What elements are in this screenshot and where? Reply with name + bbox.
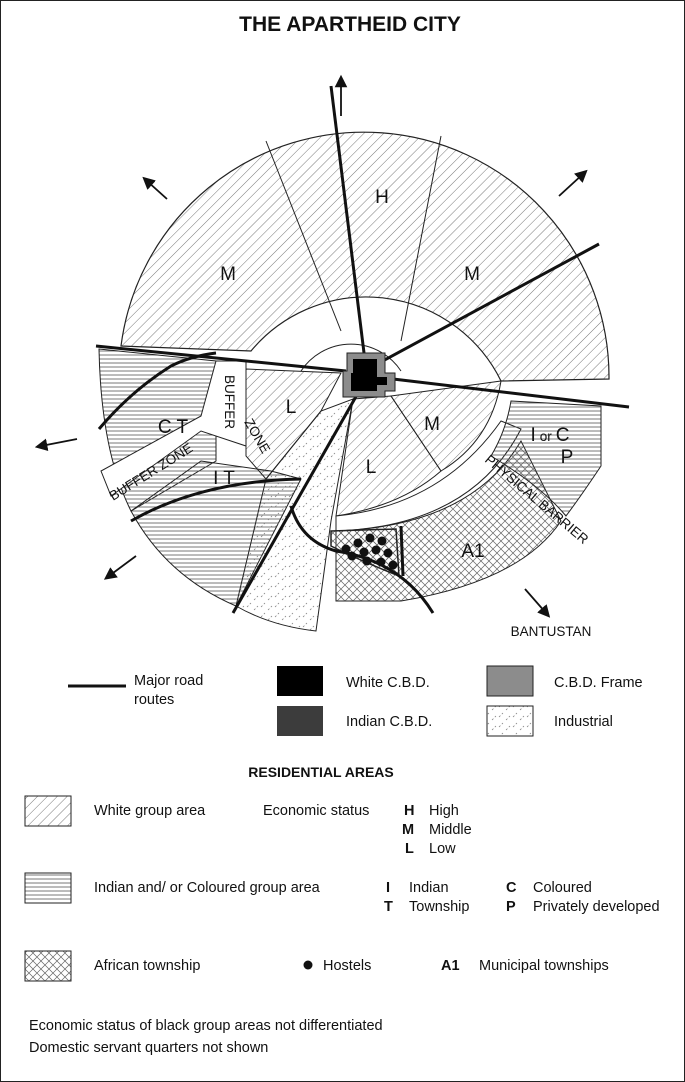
african-township-swatch bbox=[24, 950, 72, 982]
zone-label-h: H bbox=[375, 187, 389, 208]
key-p-label: Privately developed bbox=[533, 899, 660, 915]
indian-coloured-label: Indian and/ or Coloured group area bbox=[94, 880, 321, 896]
key-l-label: Low bbox=[429, 841, 456, 857]
industrial-swatch bbox=[486, 705, 534, 737]
white-sector-outer bbox=[120, 131, 610, 382]
hostel-dot-swatch bbox=[303, 960, 313, 970]
key-m: M bbox=[402, 822, 414, 838]
zone-label-it: I T bbox=[213, 468, 235, 489]
key-c: C bbox=[506, 880, 517, 896]
key-p: P bbox=[506, 899, 516, 915]
zone-label-m: M bbox=[220, 264, 236, 285]
note-line-1: Economic status of black group areas not… bbox=[29, 1018, 383, 1034]
zone-label-a1: A1 bbox=[461, 541, 484, 562]
key-t: T bbox=[384, 899, 393, 915]
cbd bbox=[342, 352, 396, 398]
bantustan-label: BANTUSTAN bbox=[511, 624, 592, 639]
cbd-frame-swatch bbox=[486, 665, 534, 697]
key-h-label: High bbox=[429, 803, 459, 819]
key-m-label: Middle bbox=[429, 822, 472, 838]
buffer-zone-label: BUFFER bbox=[222, 375, 237, 429]
cbd-frame-label: C.B.D. Frame bbox=[554, 675, 643, 691]
sector-divider bbox=[265, 140, 342, 332]
indian-coloured-swatch bbox=[24, 872, 72, 904]
key-a1: A1 bbox=[441, 958, 460, 974]
growth-arrows bbox=[34, 74, 588, 618]
road-legend-label: routes bbox=[134, 692, 174, 708]
white-group-label: White group area bbox=[94, 803, 206, 819]
zone-label-m: M bbox=[424, 414, 440, 435]
key-l: L bbox=[405, 841, 414, 857]
major-roads bbox=[95, 85, 630, 614]
zone-label-ct: C T bbox=[158, 417, 189, 438]
sector-divider bbox=[400, 135, 442, 342]
white-mid-lower bbox=[390, 380, 502, 472]
white-cbd bbox=[351, 359, 387, 391]
zone-label-l: L bbox=[366, 457, 377, 478]
african-township-label: African township bbox=[94, 958, 200, 974]
indian-cbd-label: Indian C.B.D. bbox=[346, 714, 432, 730]
key-t-label: Township bbox=[409, 899, 469, 915]
zone-label-p: P bbox=[561, 447, 574, 468]
key-i-label: Indian bbox=[409, 880, 449, 896]
zone-label-m: M bbox=[464, 264, 480, 285]
hostels-label: Hostels bbox=[323, 958, 371, 974]
road-legend-label: Major road bbox=[134, 673, 203, 689]
key-h: H bbox=[404, 803, 414, 819]
key-a1-label: Municipal townships bbox=[479, 958, 609, 974]
legend: Major road routes White C.B.D. Indian C.… bbox=[24, 665, 660, 1056]
note-line-2: Domestic servant quarters not shown bbox=[29, 1040, 268, 1056]
economic-status-label: Economic status bbox=[263, 803, 369, 819]
white-cbd-label: White C.B.D. bbox=[346, 675, 430, 691]
indian-coloured-private bbox=[490, 400, 602, 517]
diagram-title: THE APARTHEID CITY bbox=[239, 13, 461, 36]
key-i: I bbox=[386, 880, 390, 896]
white-cbd-swatch bbox=[277, 666, 323, 696]
indian-cbd-swatch bbox=[277, 706, 323, 736]
key-c-label: Coloured bbox=[533, 880, 592, 896]
residential-heading: RESIDENTIAL AREAS bbox=[248, 764, 393, 780]
zone-label-l: L bbox=[286, 397, 297, 418]
industrial-label: Industrial bbox=[554, 714, 613, 730]
white-group-swatch bbox=[24, 795, 72, 827]
white-group-sectors bbox=[120, 131, 610, 382]
